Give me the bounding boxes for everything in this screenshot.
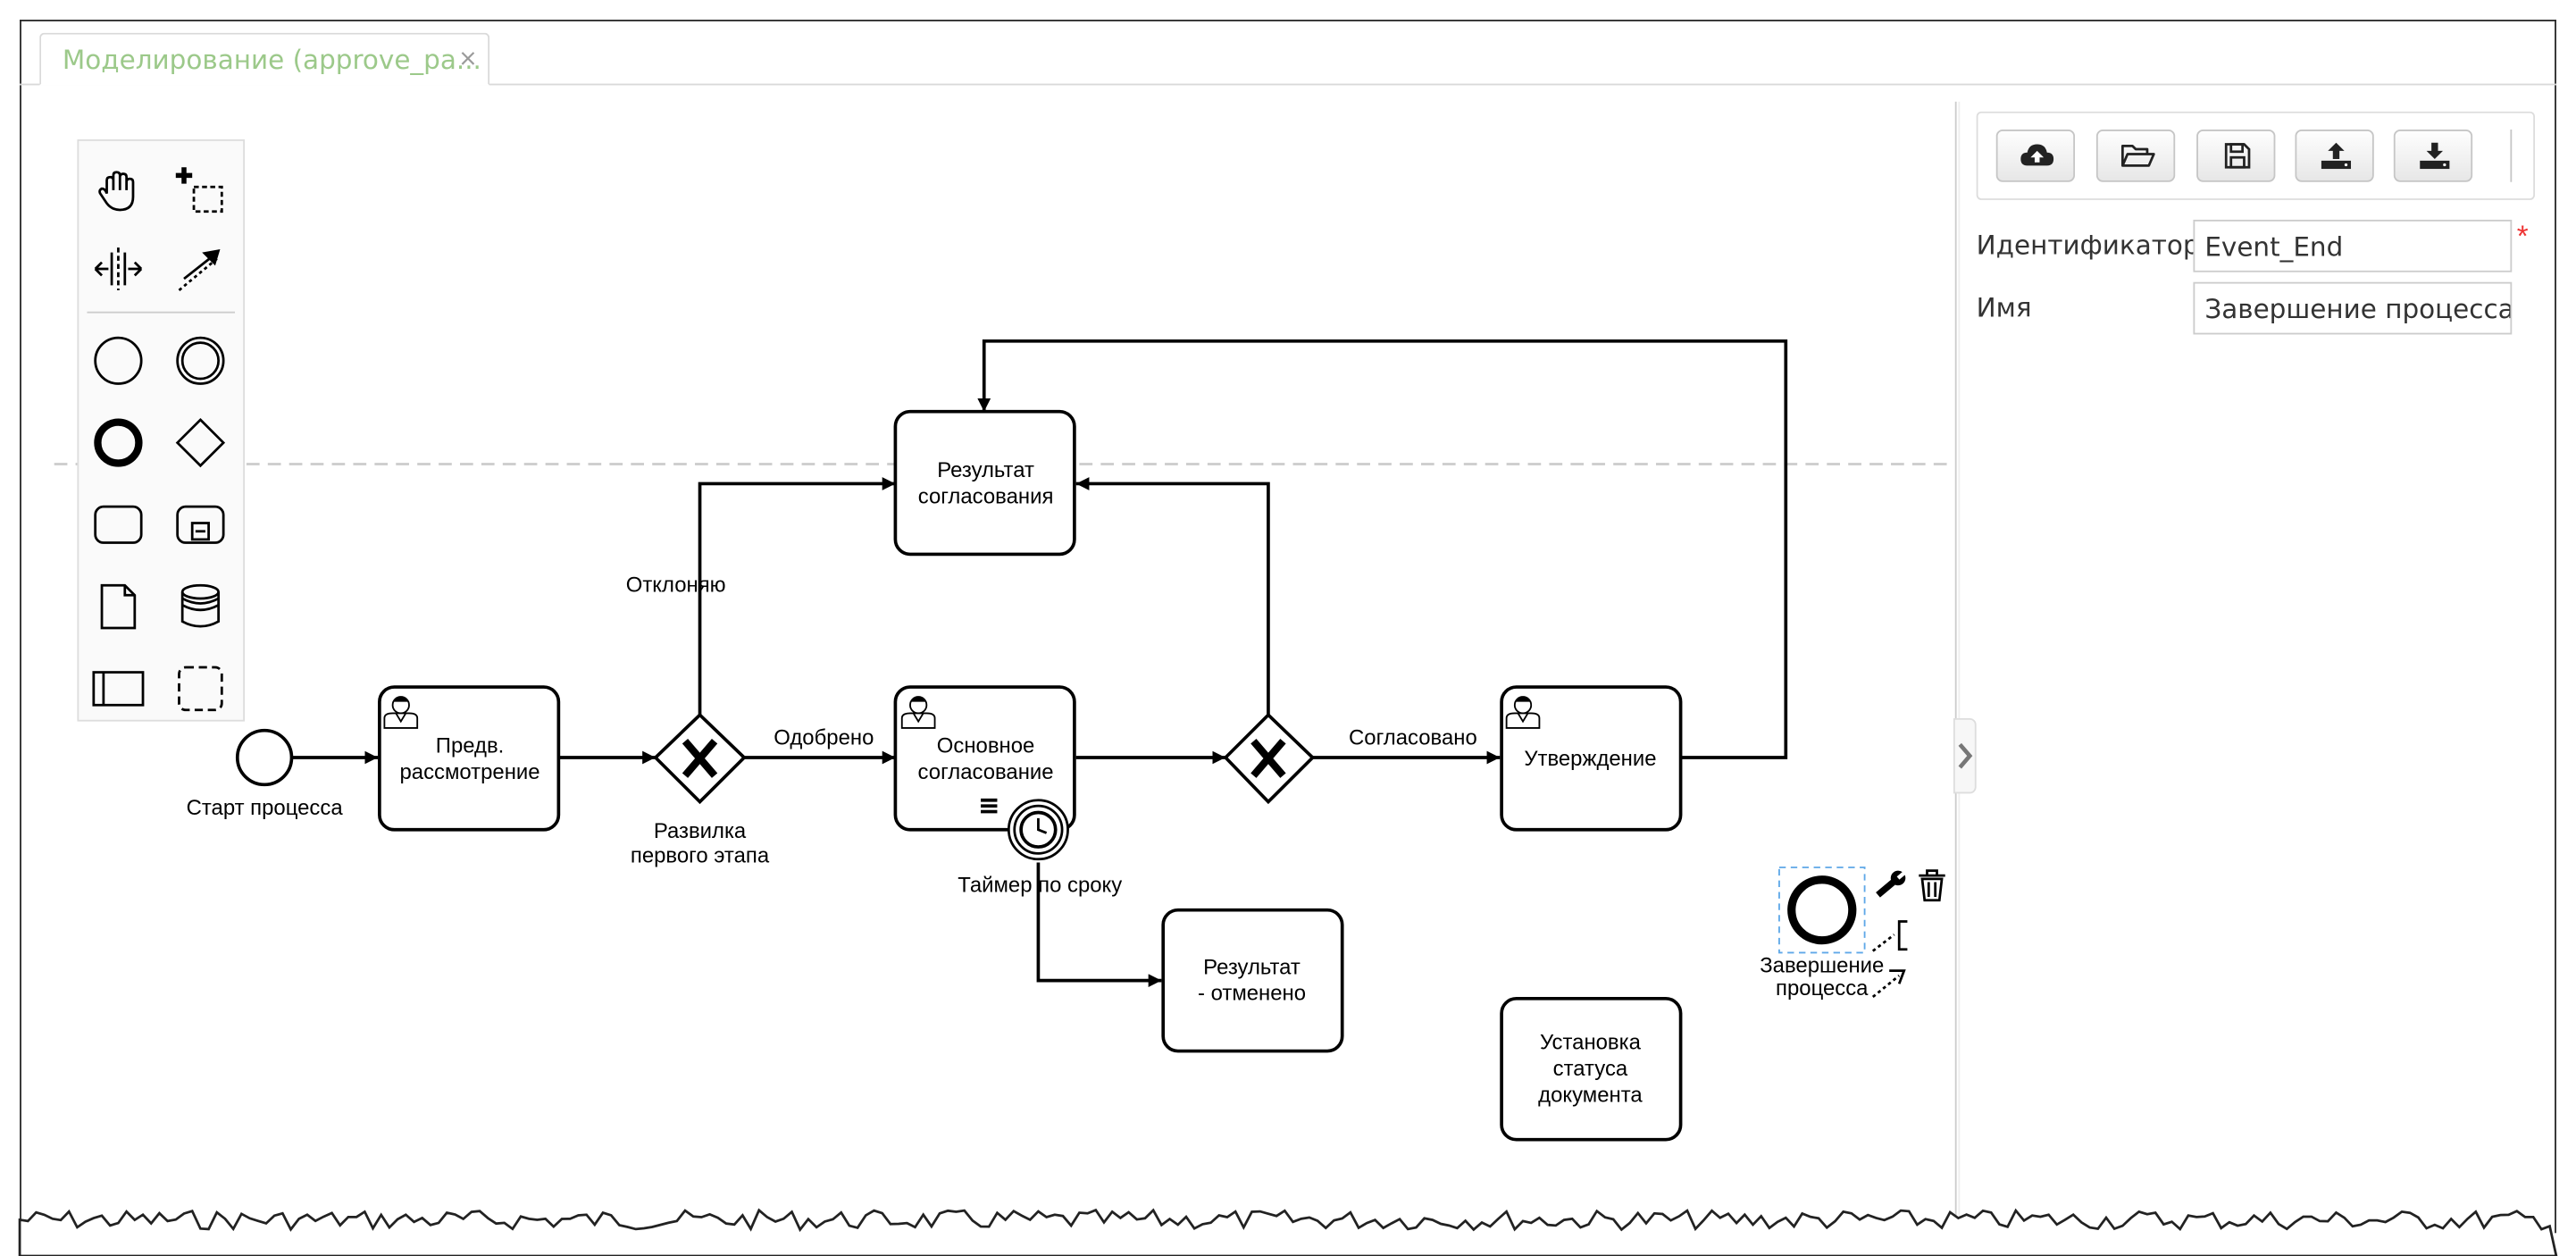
name-input[interactable]: Завершение процесса — [2193, 281, 2513, 335]
end-event-label-line2: процесса — [1776, 976, 1869, 1001]
task-cancel-line1: Результат — [1203, 955, 1301, 979]
gateway-second[interactable] — [1223, 712, 1316, 805]
save-icon — [2224, 143, 2251, 169]
task-result-line2: согласования — [918, 485, 1054, 509]
deploy-button[interactable] — [1995, 130, 2076, 182]
panel-splitter[interactable] — [1954, 101, 1957, 1234]
flow-label-approved: Одобрено — [774, 725, 874, 749]
task-cancel-line2: - отменено — [1198, 982, 1306, 1006]
task-prelim-review[interactable]: Предв. рассмотрение — [378, 685, 561, 832]
task-prelim-line2: рассмотрение — [400, 760, 540, 784]
tab-modeling[interactable]: Моделирование (approve_pa... × — [39, 32, 490, 86]
upload-icon — [2321, 142, 2352, 170]
start-event[interactable] — [235, 728, 294, 787]
end-event-tool-icon[interactable] — [92, 416, 145, 469]
chevron-right-icon — [1958, 742, 1973, 769]
participant-tool-icon[interactable] — [92, 663, 145, 716]
task-approval-result[interactable]: Результат согласования — [893, 409, 1076, 557]
multi-instance-icon — [981, 798, 998, 814]
x-icon — [682, 738, 718, 778]
properties-toolbar — [1976, 111, 2536, 200]
context-pad[interactable] — [1871, 867, 1945, 999]
task-result-cancelled[interactable]: Результат - отменено — [1161, 908, 1344, 1053]
open-button[interactable] — [2095, 130, 2176, 182]
sequence-flows[interactable] — [292, 339, 1788, 987]
end-event-label-line1: Завершение — [1760, 953, 1884, 977]
export-button[interactable] — [2295, 130, 2374, 182]
lasso-tool-icon[interactable] — [174, 164, 227, 217]
selection-outline — [1778, 867, 1866, 954]
x-icon — [1250, 738, 1286, 778]
wrench-icon[interactable] — [1873, 867, 1909, 900]
task-main-line1: Основное — [937, 734, 1035, 758]
task-approve-label: Утверждение — [1524, 747, 1656, 771]
gateway-first-stage[interactable] — [653, 712, 747, 805]
flow-timer-to-cancel — [1036, 862, 1162, 987]
import-button[interactable] — [2393, 130, 2473, 182]
task-approval[interactable]: Утверждение — [1500, 685, 1683, 832]
flow-approve-to-result — [977, 339, 1788, 759]
gateway1-label-line2: первого этапа — [631, 843, 770, 867]
flow-gw2-to-result — [1075, 477, 1270, 716]
flow-label-reject: Отклоняю — [626, 574, 726, 598]
task-set-document-status[interactable]: Установка статуса документа — [1500, 996, 1683, 1142]
id-input[interactable]: Event_End — [2193, 219, 2513, 272]
panel-splitter-shadow — [1958, 101, 1961, 1234]
palette-separator — [87, 311, 236, 314]
tool-palette — [77, 139, 246, 722]
timer-label: Таймер по сроку — [958, 874, 1122, 898]
timer-boundary-event[interactable] — [1007, 799, 1069, 861]
start-event-tool-icon[interactable] — [92, 334, 145, 387]
hand-tool-icon[interactable] — [92, 164, 145, 217]
folder-open-icon — [2120, 144, 2155, 167]
save-button[interactable] — [2196, 130, 2276, 182]
text-annotation-icon[interactable] — [1871, 920, 1908, 952]
space-tool-icon[interactable] — [92, 243, 145, 296]
tab-bar — [20, 20, 2556, 86]
flow-gw1-to-result — [698, 477, 896, 716]
toolbar-overflow-edge — [2510, 130, 2545, 182]
task-tool-icon[interactable] — [92, 498, 145, 551]
task-status-line1: Установка — [1540, 1031, 1642, 1055]
flow-label-agreed: Согласовано — [1349, 725, 1477, 749]
task-prelim-line1: Предв. — [436, 734, 505, 758]
start-event-label: Старт процесса — [187, 796, 344, 820]
gateway1-label-line1: Развилка — [654, 819, 747, 843]
connect-arrow-icon[interactable] — [1871, 969, 1906, 999]
data-object-tool-icon[interactable] — [92, 581, 145, 633]
task-result-line1: Результат — [937, 458, 1034, 482]
name-label: Имя — [1976, 291, 2032, 323]
data-store-tool-icon[interactable] — [174, 581, 227, 633]
subprocess-tool-icon[interactable] — [174, 498, 227, 551]
task-main-line2: согласование — [918, 760, 1054, 784]
gateway-tool-icon[interactable] — [174, 416, 227, 469]
end-event-selected[interactable] — [1778, 867, 1866, 954]
diagram-canvas[interactable]: Отклоняю Одобрено Согласовано Старт проц… — [0, 0, 1955, 1246]
task-status-line3: документа — [1538, 1083, 1643, 1107]
task-main-approval[interactable]: Основное согласование — [893, 685, 1076, 832]
collapse-panel-button[interactable] — [1953, 717, 1977, 794]
tab-label: Моделирование (approve_pa... — [62, 44, 481, 76]
trash-icon[interactable] — [1919, 869, 1945, 902]
download-icon — [2420, 142, 2450, 170]
group-tool-icon[interactable] — [174, 663, 227, 716]
tab-close-icon[interactable]: × — [458, 46, 478, 72]
intermediate-event-tool-icon[interactable] — [174, 334, 227, 387]
connect-tool-icon[interactable] — [174, 243, 227, 296]
id-label: Идентификатор — [1976, 229, 2200, 261]
cloud-upload-icon — [2020, 144, 2054, 166]
required-marker: * — [2516, 219, 2529, 253]
task-status-line2: статуса — [1553, 1057, 1628, 1081]
